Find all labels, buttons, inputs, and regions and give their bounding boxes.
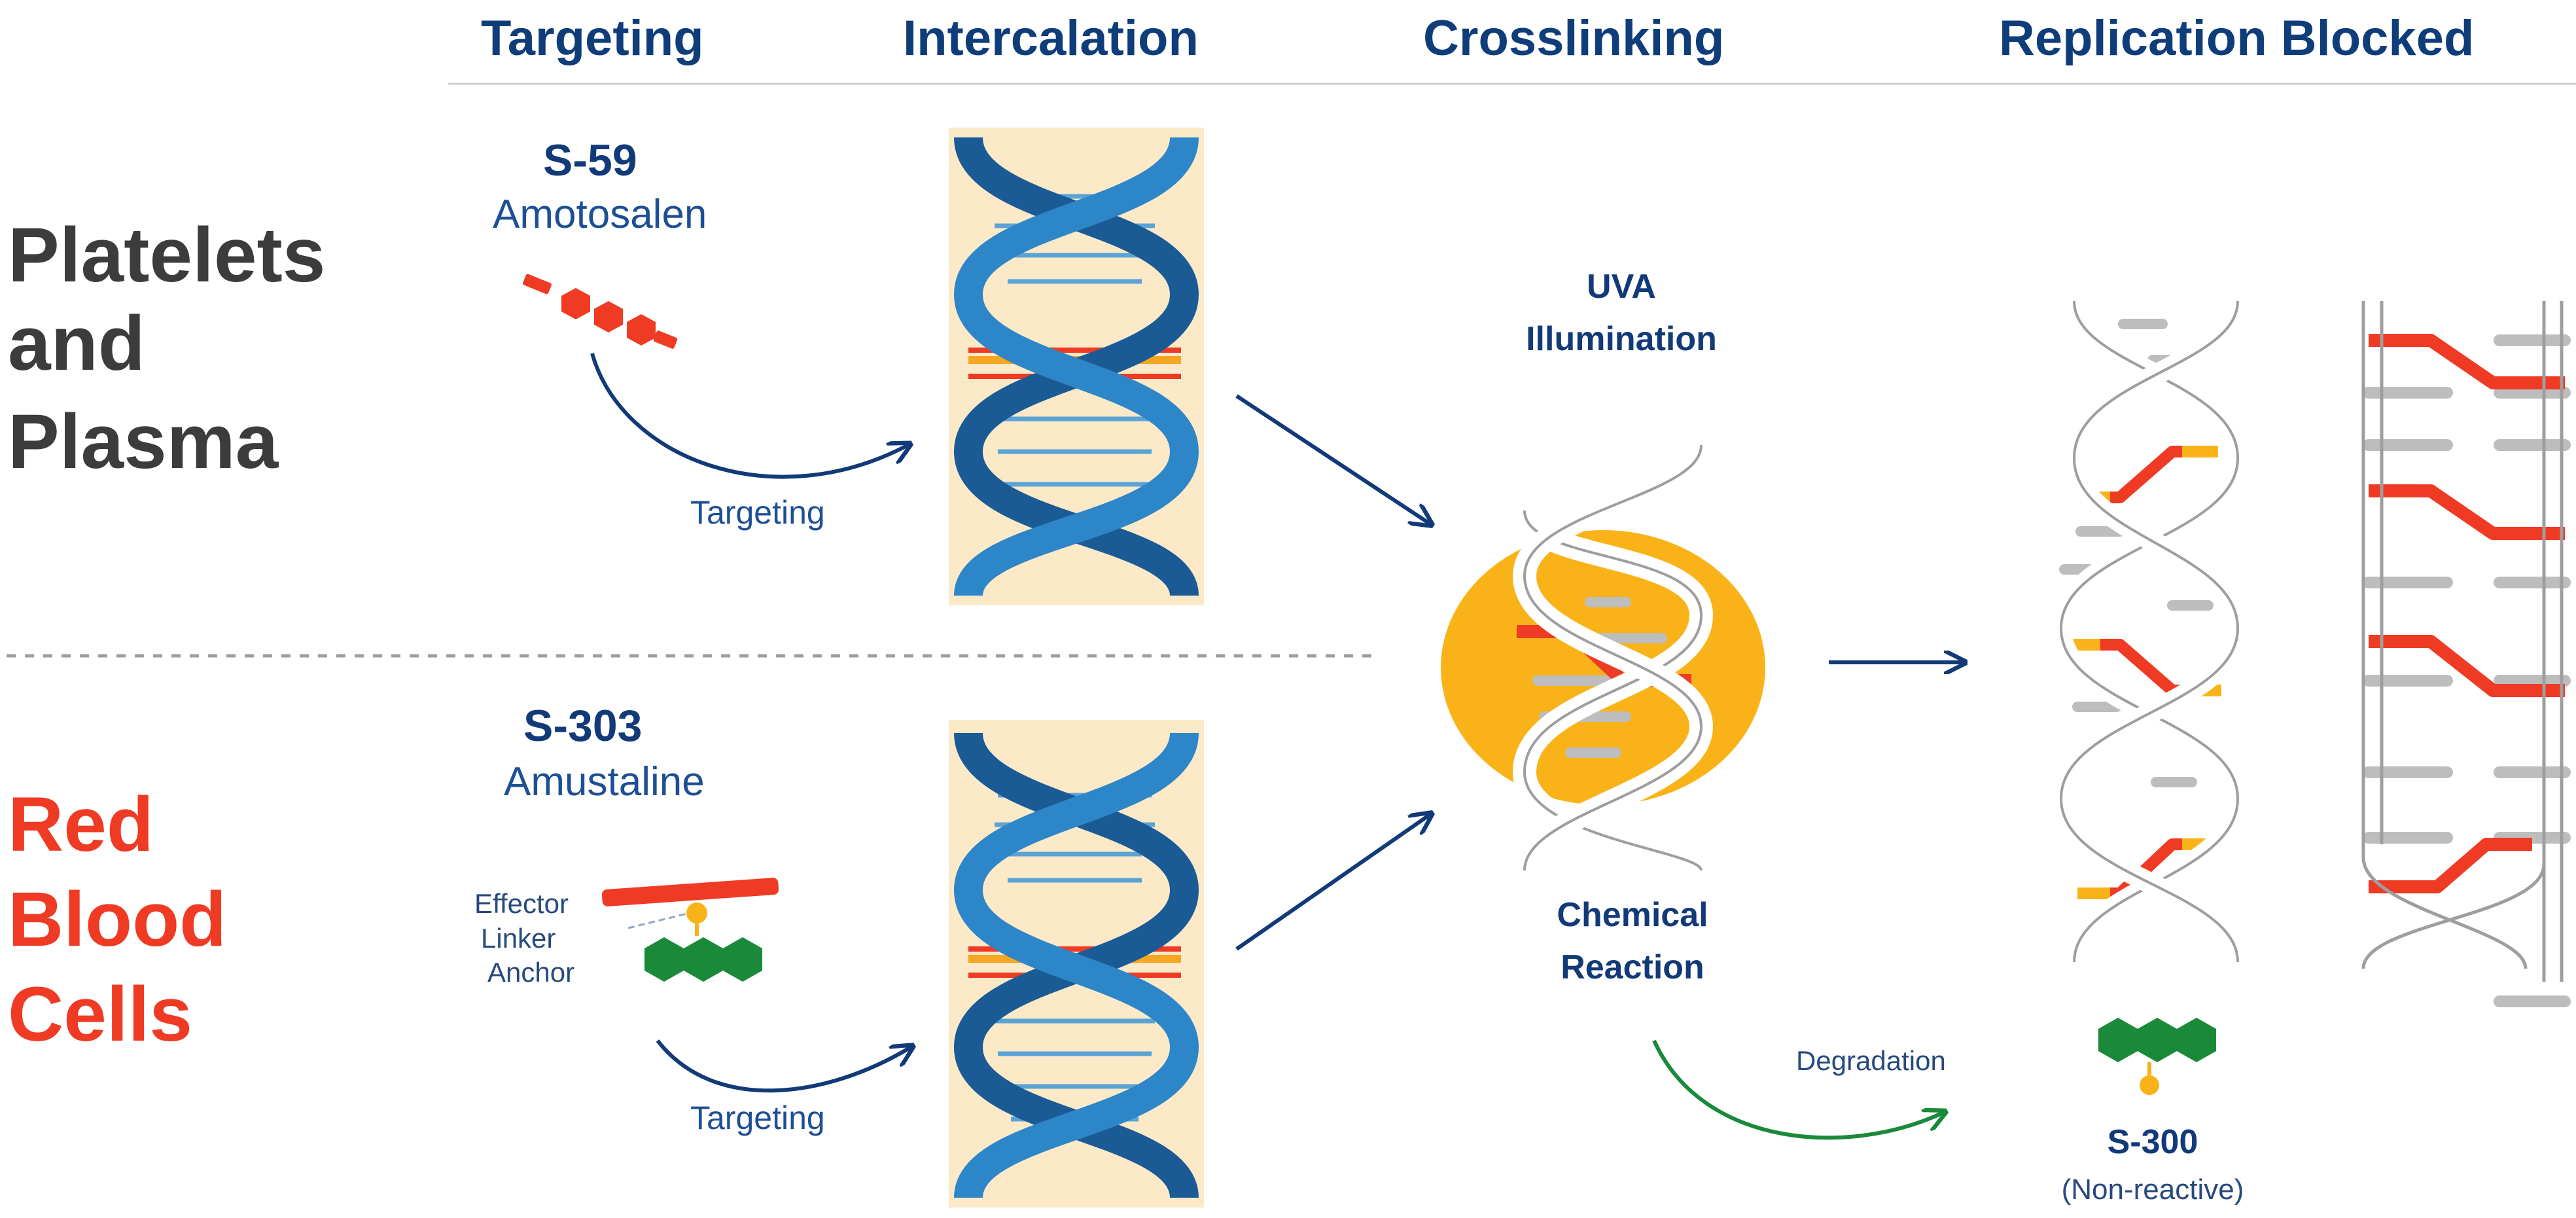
crosslink-strand-b-outline xyxy=(1523,444,1703,871)
linker-label: Linker xyxy=(481,923,556,954)
dna-helix-panel-top xyxy=(949,128,1204,605)
row-bottom-line-3: Cells xyxy=(8,971,192,1058)
compound-name-bottom: Amustaline xyxy=(504,759,705,804)
targeting-arrow-bottom xyxy=(656,1039,911,1093)
row-top-line-2: and xyxy=(8,300,145,387)
amustaline-molecule-icon xyxy=(601,878,779,982)
linker-line xyxy=(627,911,693,929)
amotosalen-molecule-icon xyxy=(523,274,678,349)
crosslinking-helix xyxy=(1441,443,1765,877)
chemical-label-line-2: Reaction xyxy=(1561,948,1704,986)
row-bottom-line-1: Red xyxy=(8,781,154,868)
ladder-bond-1 xyxy=(2369,334,2565,389)
ladder-bond-3 xyxy=(2369,635,2565,697)
s300-molecule-icon xyxy=(2098,1018,2216,1095)
linker-charge-icon xyxy=(686,903,707,923)
degradation-arrow xyxy=(1652,1039,1943,1140)
uva-label-line-1: UVA xyxy=(1587,268,1656,306)
twisted-helix-rungs xyxy=(2059,319,2214,787)
s300-charge-icon xyxy=(2140,1075,2159,1095)
arrow-intercalation-to-crosslinking-bottom xyxy=(1235,815,1430,951)
uva-label-line-2: Illumination xyxy=(1526,320,1717,358)
crosslink-strand-a-outline xyxy=(1523,510,1703,871)
s300-note: (Non-reactive) xyxy=(2062,1173,2244,1206)
dna-helix-panel-bottom xyxy=(949,720,1204,1208)
effector-label: Effector xyxy=(474,888,569,919)
header-replication-blocked: Replication Blocked xyxy=(1999,10,2474,66)
ladder-bond-4 xyxy=(2369,838,2532,893)
targeting-label-bottom: Targeting xyxy=(690,1100,825,1136)
compound-code-top: S-59 xyxy=(543,135,637,185)
compound-code-bottom: S-303 xyxy=(523,701,642,751)
ladder-bond-2 xyxy=(2369,484,2565,540)
header-targeting: Targeting xyxy=(481,10,704,66)
row-top-line-3: Plasma xyxy=(8,399,279,485)
row-label-red-blood-cells: Red Blood Cells xyxy=(8,781,226,1058)
replication-helix-twisted xyxy=(2050,300,2249,963)
ladder-tail xyxy=(2361,863,2546,969)
arrow-intercalation-to-crosslinking-top xyxy=(1235,394,1430,524)
helix-strand-b-bottom xyxy=(953,731,1199,1200)
targeting-arrow-top xyxy=(590,353,908,479)
row-top-line-1: Platelets xyxy=(8,212,325,298)
row-label-platelets-plasma: Platelets and Plasma xyxy=(8,212,325,485)
anchor-label: Anchor xyxy=(487,957,574,988)
anchor-rings xyxy=(644,937,762,982)
row-bottom-line-2: Blood xyxy=(8,876,226,963)
header-crosslinking: Crosslinking xyxy=(1423,10,1724,66)
ladder-strand-left xyxy=(2361,301,2528,969)
targeting-label-top: Targeting xyxy=(690,494,825,531)
s300-code: S-300 xyxy=(2108,1123,2198,1161)
helix-strand-b-top xyxy=(953,135,1199,598)
twisted-bond-1 xyxy=(2081,446,2218,503)
replication-ladder xyxy=(2361,301,2571,1007)
header-intercalation: Intercalation xyxy=(903,10,1199,66)
chemical-label-line-1: Chemical xyxy=(1557,896,1708,934)
degradation-label: Degradation xyxy=(1796,1045,1946,1076)
compound-name-top: Amotosalen xyxy=(493,192,707,237)
effector-bar xyxy=(601,878,779,906)
